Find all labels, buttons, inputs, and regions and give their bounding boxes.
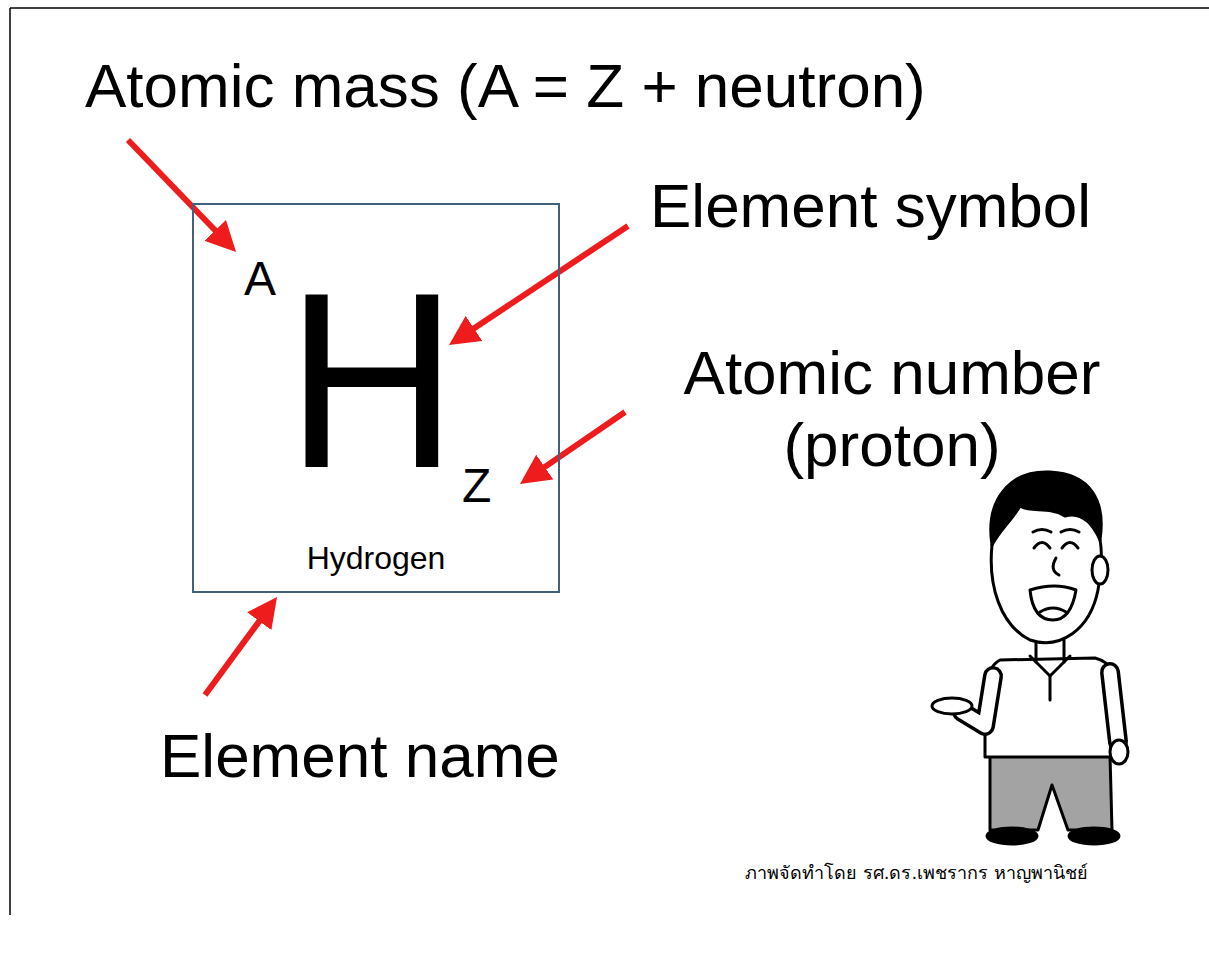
- callout-label: Element symbol: [650, 175, 1091, 237]
- pointer-arrow: [128, 140, 230, 246]
- frame-line: [9, 8, 11, 915]
- callout-label: Element name: [160, 725, 560, 787]
- element-symbol: H: [286, 281, 458, 481]
- frame-line: [10, 7, 1209, 9]
- element-name: Hydrogen: [194, 542, 558, 574]
- mass-number: A: [244, 255, 276, 303]
- callout-label: Atomic mass (A = Z + neutron): [85, 55, 926, 117]
- pointer-arrow: [527, 412, 625, 479]
- element-box: AHZ Hydrogen: [192, 203, 560, 593]
- atomic-number: Z: [462, 462, 491, 510]
- pointer-arrow: [457, 226, 629, 340]
- pointer-arrow: [205, 604, 272, 695]
- callout-label: Atomic number (proton): [662, 337, 1122, 481]
- credit-note: ภาพจัดทำโดย รศ.ดร.เพชรากร หาญพานิชย์: [745, 864, 1088, 882]
- cartoon-man: [932, 472, 1128, 844]
